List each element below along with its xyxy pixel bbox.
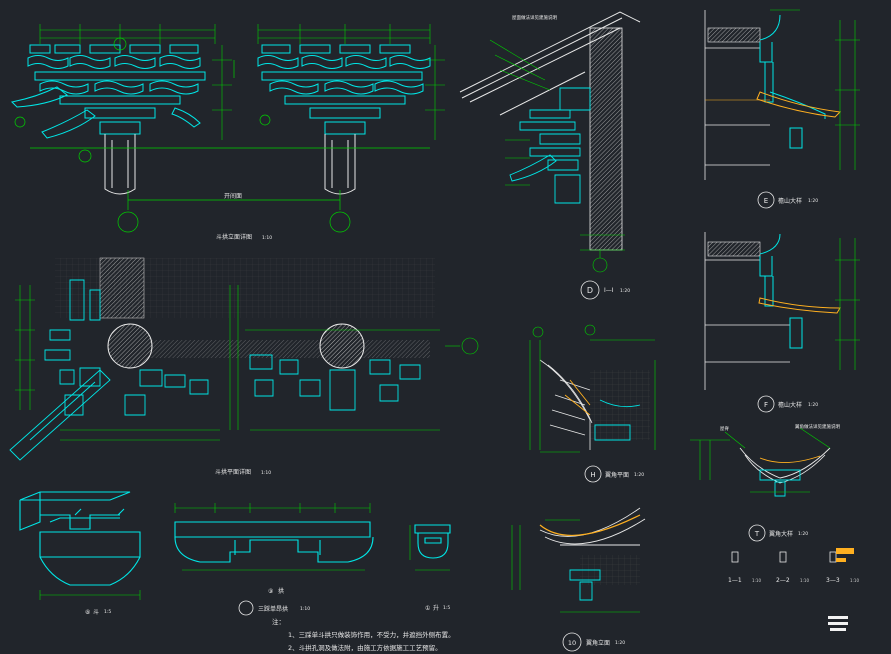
- detail-10-title: 翼角立面: [586, 639, 610, 647]
- detail-t-scale: 1:20: [798, 531, 808, 537]
- sheng-detail-view: ① 升 1:5: [409, 524, 451, 612]
- detail-10-scale: 1:20: [615, 640, 625, 646]
- section-d-scale: 1:20: [620, 288, 630, 294]
- detail-h-symbol: H: [590, 471, 595, 479]
- dou-title: 斗: [93, 609, 99, 616]
- detail-e-symbol: E: [764, 197, 768, 205]
- section-d-symbol: D: [587, 286, 593, 295]
- detail-e-scale: 1:20: [808, 198, 818, 204]
- detail-10-view: 10 翼角立面 1:20: [511, 507, 646, 652]
- detail-h-title: 翼角平面: [605, 471, 629, 479]
- elevation-center-label: 开间面: [224, 192, 242, 200]
- bracket-plan-scale: 1:10: [261, 470, 271, 476]
- small-sections: 1—1 2—2 3—3 1:10 1:10 1:10: [728, 548, 859, 584]
- detail-t-right-label: 翼角做法详见建施说明: [795, 423, 840, 430]
- detail-10-symbol: 10: [568, 639, 576, 647]
- notes-block: 注： 1、三踩单斗拱只做装饰作用，不受力，并遮挡外侧布置。 2、斗拱孔洞及做法附…: [272, 617, 455, 652]
- detail-e-view: E 檐山大样 1:20: [704, 9, 860, 209]
- detail-t-symbol: T: [754, 530, 760, 538]
- bracket-elevation-view: 开间面 斗拱立面详图 1:10: [10, 24, 445, 241]
- notes-line-1: 1、三踩单斗拱只做装饰作用，不受力，并遮挡外侧布置。: [288, 630, 455, 639]
- section-3-3-label: 3—3: [826, 577, 840, 584]
- detail-f-scale: 1:20: [808, 402, 818, 408]
- section-1-1-scale: 1:10: [752, 578, 761, 583]
- sheng-scale: 1:5: [443, 605, 450, 611]
- dou-detail-view: ⑧ 斗 1:5: [19, 491, 141, 616]
- sancha-scale: 1:10: [300, 606, 310, 612]
- bracket-plan-title: 斗拱平面详图: [215, 468, 251, 476]
- dou-scale: 1:5: [104, 609, 111, 615]
- section-d-view: 屋面做法详见建施说明 D I—I 1:20: [459, 11, 641, 300]
- detail-h-scale: 1:20: [634, 472, 644, 478]
- gong-symbol: ⑨: [268, 588, 273, 595]
- sheng-symbol: ①: [425, 605, 430, 612]
- section-1-1-label: 1—1: [728, 577, 742, 584]
- sheng-title: 升: [433, 604, 439, 612]
- gong-title: 拱: [278, 587, 284, 595]
- detail-f-title: 檐山大样: [778, 401, 802, 409]
- detail-f-view: F 檐山大样 1:20: [704, 232, 860, 413]
- sancha-label-group: 三踩单昂拱 1:10: [238, 600, 310, 616]
- bracket-elevation-scale: 1:10: [262, 235, 272, 241]
- detail-h-view: H 翼角平面 1:20: [529, 324, 656, 483]
- section-2-2-scale: 1:10: [800, 578, 809, 583]
- bracket-elevation-title: 斗拱立面详图: [216, 233, 252, 241]
- detail-e-title: 檐山大样: [778, 197, 802, 205]
- section-3-3-scale: 1:10: [850, 578, 859, 583]
- detail-t-left-label: 屋脊: [720, 425, 729, 432]
- section-d-callout: 屋面做法详见建施说明: [512, 14, 557, 21]
- detail-t-title: 翼角大样: [769, 530, 793, 538]
- detail-t-view: 屋脊 翼角做法详见建施说明 T 翼角大样 1:20: [690, 423, 840, 542]
- detail-f-symbol: F: [764, 401, 768, 409]
- section-2-2-label: 2—2: [776, 577, 790, 584]
- sancha-title: 三踩单昂拱: [258, 605, 288, 613]
- layer-stack-icon: [828, 616, 848, 631]
- section-d-title: I—I: [604, 287, 614, 294]
- dou-symbol: ⑧: [85, 609, 90, 616]
- bracket-plan-view: 斗拱平面详图 1:10: [9, 257, 479, 476]
- notes-heading: 注：: [272, 617, 285, 626]
- notes-line-2: 2、斗拱孔洞及做法附，由施工方依据施工工艺预留。: [288, 643, 442, 652]
- gong-detail-view: ⑨ 拱: [174, 503, 374, 595]
